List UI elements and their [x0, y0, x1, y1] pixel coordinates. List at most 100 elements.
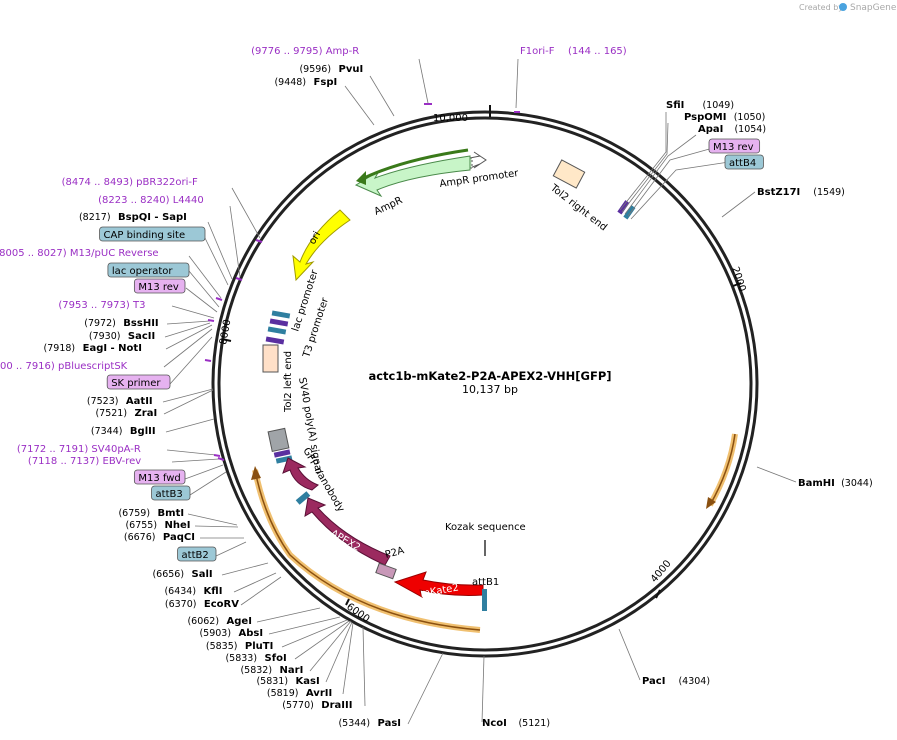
watermark-prefix: Created by: [799, 3, 843, 12]
label-pvui-num: (9596): [299, 64, 331, 75]
label-sfoi-name: SfoI: [265, 653, 287, 664]
label-pbluescript: (7900 .. 7916) pBluescriptSK: [0, 361, 128, 372]
label-lacop: lac operator: [112, 266, 173, 277]
ori-arrow: [292, 209, 351, 282]
label-pasi-name: PasI: [378, 718, 401, 729]
label-kfli-num: (6434): [164, 586, 196, 597]
label-ampr-primer: (9776 .. 9795) Amp-R: [251, 46, 359, 57]
label-kfli-name: KflI: [204, 586, 223, 597]
apex2-arrow: [304, 497, 391, 566]
label-pasi-num: (5344): [338, 718, 370, 729]
attb1-marker: [482, 589, 487, 611]
label-spmi-name: PspOMI: [684, 112, 726, 123]
tick-2000: [732, 282, 742, 287]
tick-label-10000: 10,000: [433, 113, 468, 124]
label-bspqi-num: (8217): [79, 212, 111, 223]
label-bsshii-name: BssHII: [123, 318, 158, 329]
label-sv40par: (7172 .. 7191) SV40pA-R: [17, 444, 141, 455]
label-tol2-right: Tol2 right end: [547, 182, 608, 233]
label-sacii-num: (7930): [89, 331, 121, 342]
label-bglii-num: (7344): [91, 426, 123, 437]
label-m13fwd: M13 fwd: [138, 473, 180, 484]
tol2-left-box: [262, 344, 279, 373]
label-avrii-num: (5819): [267, 688, 299, 699]
sv40-markers: [273, 449, 293, 464]
backbone-ring: [211, 110, 759, 658]
plasmid-name: actc1b-mKate2-P2A-APEX2-VHH[GFP]: [368, 369, 611, 383]
label-paci-name: PacI: [642, 676, 665, 687]
label-bamhi-name: BamHI: [798, 478, 835, 489]
label-f1ori: F1ori-F: [520, 46, 555, 57]
label-sali-num: (6656): [152, 569, 184, 580]
label-m13puc: (8005 .. 8027) M13/pUC Reverse: [0, 248, 159, 259]
label-bamhi-num: (3044): [841, 478, 873, 489]
label-f1ori-range: (144 .. 165): [568, 46, 627, 57]
orange-long-head: [251, 466, 261, 480]
label-agei-name: AgeI: [227, 616, 252, 627]
label-bstz17i-name: BstZ17I: [757, 187, 800, 198]
label-m13rev-r: M13 rev: [713, 142, 754, 153]
bamhi-orange-head: [706, 497, 716, 509]
tol2-right-markers: [617, 200, 636, 220]
label-fspi-num: (9448): [274, 77, 306, 88]
orange-long-line: [254, 469, 481, 631]
label-apai-name: ApaI: [698, 124, 723, 135]
label-agei-num: (6062): [187, 616, 219, 627]
lac-promoter-markers: [265, 310, 291, 345]
label-m13rev-l: M13 rev: [138, 282, 179, 293]
label-ecorv-name: EcoRV: [204, 599, 239, 610]
label-zrai-name: ZraI: [135, 408, 158, 419]
label-nari-num: (5832): [240, 665, 272, 676]
label-attb2: attB2: [182, 550, 209, 561]
label-bsshii-num: (7972): [84, 318, 116, 329]
label-pluti-name: PluTI: [245, 641, 273, 652]
gfp-nanobody-marker: [295, 491, 311, 505]
label-eagi-name: EagI - NotI: [83, 343, 142, 354]
label-sacii-name: SacII: [128, 331, 155, 342]
mkate2-arrow: [393, 571, 484, 599]
p2a-box: [375, 562, 397, 580]
label-absi-name: AbsI: [239, 628, 264, 639]
label-bspqi-name: BspQI - SapI: [118, 212, 187, 223]
label-apai-num: (1054): [734, 124, 766, 135]
tick-8000: [221, 338, 232, 342]
bamhi-orange-line: [709, 433, 736, 506]
label-skprimer-box: [106, 374, 171, 390]
label-lacop-box: [107, 262, 190, 278]
label-attb3: attB3: [156, 489, 183, 500]
label-nari-name: NarI: [280, 665, 304, 676]
label-draiii-name: DraIII: [321, 700, 352, 711]
label-skprimer: SK primer: [111, 378, 161, 389]
right-label-group: F1ori-F(144 .. 165)(1049)SfiI(1050)PspOM…: [482, 46, 873, 729]
label-ncoi-num: (5121): [518, 718, 550, 729]
label-absi-num: (5903): [199, 628, 231, 639]
label-t3: (7953 .. 7973) T3: [58, 300, 145, 311]
tick-4000: [655, 589, 661, 599]
label-draiii-num: (5770): [282, 700, 314, 711]
label-pvui-name: PvuI: [339, 64, 364, 75]
leader-lines-left: [162, 58, 444, 725]
primer-marks: [204, 103, 520, 461]
label-attb1: attB1: [472, 577, 499, 588]
label-pluti-num: (5835): [206, 641, 238, 652]
label-m13rev-l-box: [133, 278, 186, 294]
label-sfii-num: (1049): [702, 100, 734, 111]
label-m13rev-r-box: [708, 138, 761, 154]
label-sfoi-num: (5833): [225, 653, 257, 664]
label-kozak: Kozak sequence: [445, 522, 526, 533]
label-fspi-name: FspI: [314, 77, 338, 88]
label-nhei-num: (6755): [125, 520, 157, 531]
label-sali-name: SalI: [192, 569, 213, 580]
tol2-right-box: [552, 159, 586, 189]
label-kasi-num: (5831): [256, 676, 288, 687]
label-zrai-num: (7521): [95, 408, 127, 419]
label-ebvrev: (7118 .. 7137) EBV-rev: [28, 456, 141, 467]
label-sfii-name: SfiI: [666, 100, 684, 111]
label-bmti-name: BmtI: [158, 508, 185, 519]
sv40-box: [267, 427, 290, 453]
label-paqci-num: (6676): [124, 532, 156, 543]
label-ecorv-num: (6370): [165, 599, 197, 610]
label-aatii-num: (7523): [87, 396, 119, 407]
gfp-nanobody-arrow: [282, 457, 319, 491]
ampr-arrow: [354, 155, 471, 198]
